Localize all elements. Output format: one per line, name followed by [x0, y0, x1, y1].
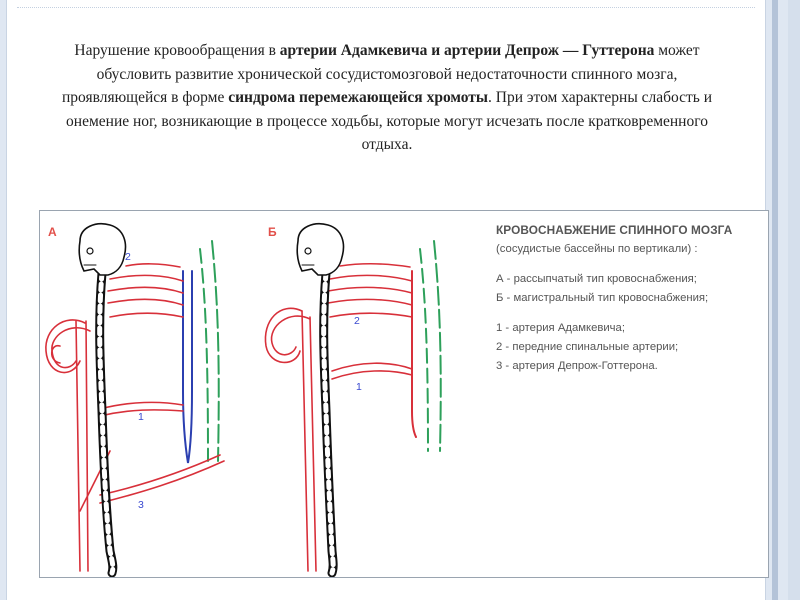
blood-supply-figure: А Б 2 1 3 2 1 КРОВОСНАБЖЕНИЕ СПИННОГО МО…	[39, 210, 769, 578]
panel-a-number-1: 1	[138, 411, 144, 423]
top-divider	[17, 7, 755, 8]
legend-type-a: А - рассыпчатый тип кровоснабжения;	[496, 270, 766, 289]
panel-a-number-2: 2	[125, 251, 131, 263]
panel-b-drawing	[265, 224, 440, 573]
panel-a-skull	[79, 224, 125, 275]
panel-a-drawing	[46, 224, 224, 573]
panel-b-cord	[412, 271, 416, 437]
panel-b-skull	[297, 224, 343, 275]
panel-b-number-2: 2	[354, 315, 360, 327]
legend-item-2: 2 - передние спинальные артерии;	[496, 338, 766, 357]
legend-item-3: 3 - артерия Депрож-Готтерона.	[496, 357, 766, 376]
legend-title: КРОВОСНАБЖЕНИЕ СПИННОГО МОЗГА	[496, 221, 766, 240]
figure-legend: КРОВОСНАБЖЕНИЕ СПИННОГО МОЗГА (сосудисты…	[496, 221, 766, 375]
slide: Нарушение кровообращения в артерии Адамк…	[6, 0, 766, 600]
panel-a-label: А	[48, 225, 57, 239]
para-bold-arteries: артерии Адамкевича и артерии Депрож — Гу…	[280, 42, 655, 59]
para-bold-syndrome: синдрома перемежающейся хромоты	[228, 89, 488, 106]
panel-a-outline-left	[200, 249, 208, 461]
para-text-1: Нарушение кровообращения в	[74, 42, 279, 59]
panel-b-number-1: 1	[356, 381, 362, 393]
panel-b-label: Б	[268, 225, 277, 239]
legend-item-1: 1 - артерия Адамкевича;	[496, 319, 766, 338]
panel-a-number-3: 3	[138, 499, 144, 511]
panel-a-outline-right	[212, 241, 219, 461]
legend-subtitle: (сосудистые бассейны по вертикали) :	[496, 240, 766, 259]
panel-b-outline-left	[420, 249, 428, 451]
slide-edge	[788, 0, 800, 600]
legend-type-b: Б - магистральный тип кровоснабжения;	[496, 289, 766, 308]
description-paragraph: Нарушение кровообращения в артерии Адамк…	[47, 39, 727, 157]
panel-a-cord	[183, 271, 192, 463]
panel-b-outline-right	[434, 241, 441, 451]
slide-side-bar	[772, 0, 778, 600]
